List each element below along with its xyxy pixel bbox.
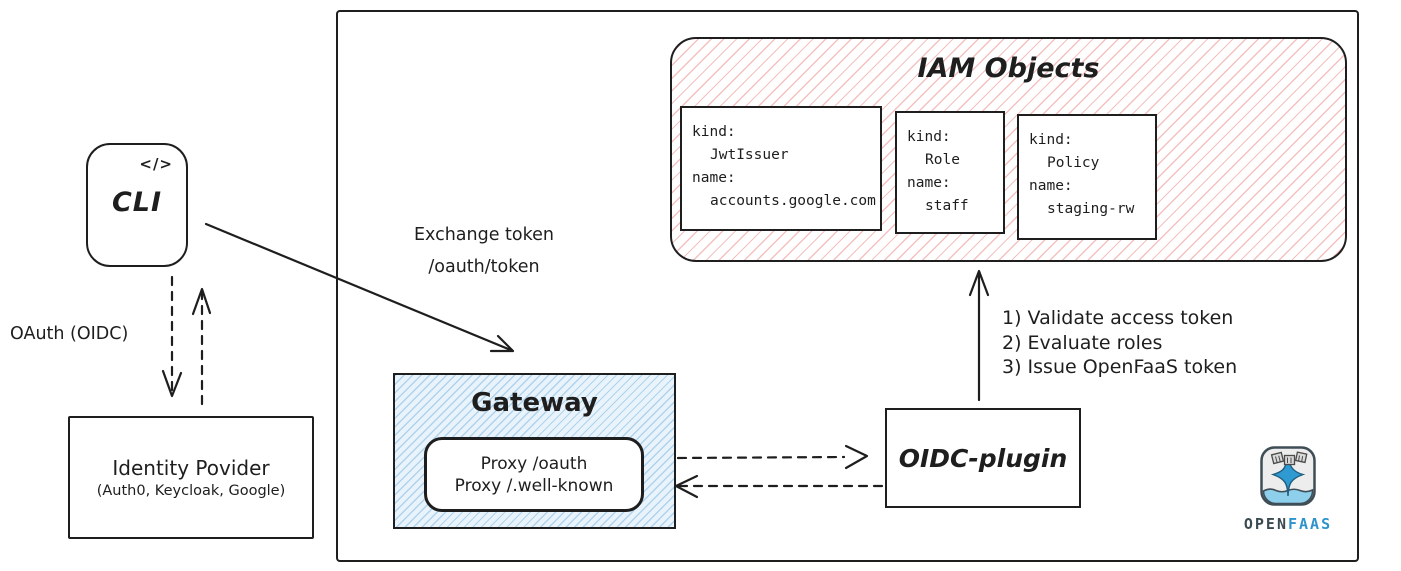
iam-card-role: kind: Role name: staff [895, 111, 1005, 234]
wordmark-open: OPEN [1243, 515, 1288, 533]
cli-label: CLI [111, 187, 163, 218]
kind-value: Policy [1047, 155, 1100, 171]
proxy-oauth-label: Proxy /oauth [480, 453, 588, 474]
identity-provider-subtitle: (Auth0, Keycloak, Google) [96, 483, 286, 499]
cli-node: </> CLI [86, 143, 188, 267]
name-label: name: [907, 175, 951, 191]
name-value: staff [925, 198, 969, 214]
step-validate-token: 1) Validate access token [1002, 307, 1234, 329]
openfaas-whale-icon [1260, 446, 1316, 506]
name-value: staging-rw [1047, 201, 1135, 217]
kind-label: kind: [1029, 132, 1073, 148]
oauth-oidc-label: OAuth (OIDC) [10, 324, 129, 344]
code-icon: </> [139, 155, 173, 173]
name-value: accounts.google.com [710, 193, 876, 209]
gateway-proxy-box: Proxy /oauth Proxy /.well-known [424, 437, 644, 512]
gateway-node: Gateway Proxy /oauth Proxy /.well-known [393, 373, 676, 529]
kind-value: JwtIssuer [710, 147, 789, 163]
kind-label: kind: [692, 124, 736, 140]
plugin-steps-list: 1) Validate access token 2) Evaluate rol… [1002, 306, 1237, 380]
wordmark-faas: FAAS [1288, 515, 1333, 533]
iam-objects-title: IAM Objects [917, 53, 1100, 84]
iam-objects-container: IAM Objects kind: JwtIssuer name: accoun… [670, 37, 1347, 262]
name-label: name: [1029, 178, 1073, 194]
openfaas-logo: OPENFAAS [1236, 446, 1340, 533]
kind-label: kind: [907, 129, 951, 145]
oidc-plugin-label: OIDC-plugin [898, 443, 1068, 473]
identity-provider-node: Identity Povider (Auth0, Keycloak, Googl… [68, 416, 314, 539]
exchange-token-line2: /oauth/token [428, 257, 540, 277]
gateway-title: Gateway [471, 388, 598, 418]
step-evaluate-roles: 2) Evaluate roles [1002, 331, 1163, 354]
arrow-cli-to-idp-head [161, 369, 183, 398]
step-issue-token: 3) Issue OpenFaaS token [1002, 356, 1238, 378]
exchange-token-line1: Exchange token [413, 225, 554, 245]
kind-value: Role [925, 152, 960, 168]
identity-provider-title: Identity Povider [112, 456, 270, 480]
openfaas-wordmark: OPENFAAS [1236, 515, 1340, 533]
arrow-idp-to-cli-head [191, 287, 212, 316]
proxy-wellknown-label: Proxy /.well-known [454, 475, 614, 496]
oidc-plugin-node: OIDC-plugin [885, 408, 1081, 508]
iam-card-policy: kind: Policy name: staging-rw [1017, 114, 1157, 240]
exchange-token-label: Exchange token /oauth/token [396, 219, 572, 283]
name-label: name: [692, 170, 736, 186]
iam-card-jwtissuer: kind: JwtIssuer name: accounts.google.co… [680, 106, 882, 231]
